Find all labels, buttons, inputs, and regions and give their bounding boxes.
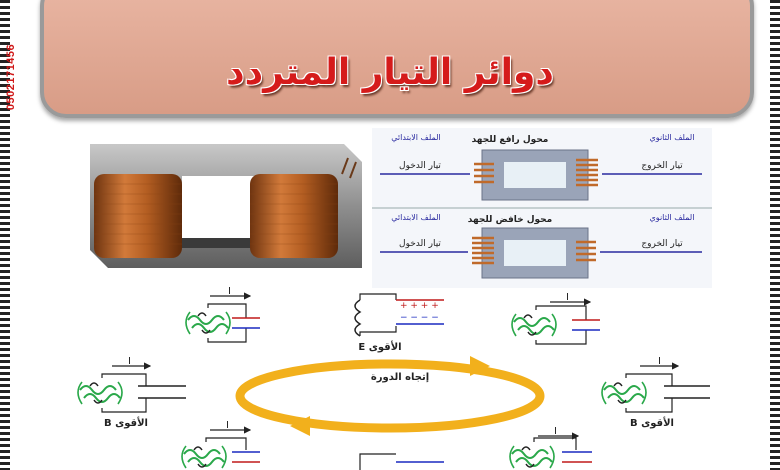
current-symbol-top-right: I (566, 292, 569, 303)
svg-text:+ + + +: + + + + (400, 301, 439, 311)
transformer-photo (90, 144, 362, 268)
current-symbol-middle-right: I (658, 356, 661, 367)
step-down-secondary-label: الملف الثانوي (650, 213, 695, 222)
step-up-diagram (380, 149, 702, 201)
title-banner (40, 0, 754, 118)
current-symbol-bottom-right: I (554, 426, 557, 437)
current-symbol-middle-left: I (128, 356, 131, 367)
step-up-input-label: تيار الدخول (399, 161, 441, 171)
step-up-title: محول رافع للجهد (472, 135, 549, 145)
right-border (770, 0, 780, 470)
label-strongest-b-left: الأقوى B (104, 416, 148, 429)
step-down-title: محول خافض للجهد (468, 215, 553, 225)
current-symbol-top-left: I (228, 286, 231, 297)
step-up-output-label: تيار الخروج (641, 161, 683, 171)
circuit-bottom-left (181, 426, 260, 469)
circuit-top-center: + + + + − − − − (354, 293, 444, 337)
circuit-bottom-center (359, 453, 444, 470)
lc-oscillation-diagram: + + + + − − − − الأقوى E I I I الأقوى B (77, 286, 710, 470)
current-symbol-bottom-left: I (226, 420, 229, 431)
step-down-output-label: تيار الخروج (641, 239, 683, 249)
label-strongest-b-right: الأقوى B (630, 416, 674, 429)
step-down-input-label: تيار الدخول (399, 239, 441, 249)
svg-text:− − − −: − − − − (400, 313, 439, 323)
page-title: دوائر التيار المتردد (226, 52, 554, 93)
cycle-arrow (235, 356, 545, 436)
circuit-top-left (185, 292, 260, 343)
step-up-secondary-label: الملف الثانوي (650, 133, 695, 142)
cycle-direction-label: إتجاه الدورة (371, 372, 429, 383)
step-down-primary-label: الملف الابتدائي (391, 213, 441, 222)
circuit-middle-right (601, 362, 710, 413)
label-strongest-e: الأقوى E (358, 340, 401, 353)
step-up-primary-label: الملف الابتدائي (391, 133, 441, 142)
left-border (0, 0, 10, 470)
step-down-diagram (380, 227, 702, 279)
circuit-top-right (511, 298, 600, 345)
transformer-diagrams: محول رافع للجهد الملف الابتدائي الملف ال… (372, 128, 712, 288)
circuit-bottom-right (509, 432, 592, 469)
circuit-middle-left (77, 362, 186, 413)
